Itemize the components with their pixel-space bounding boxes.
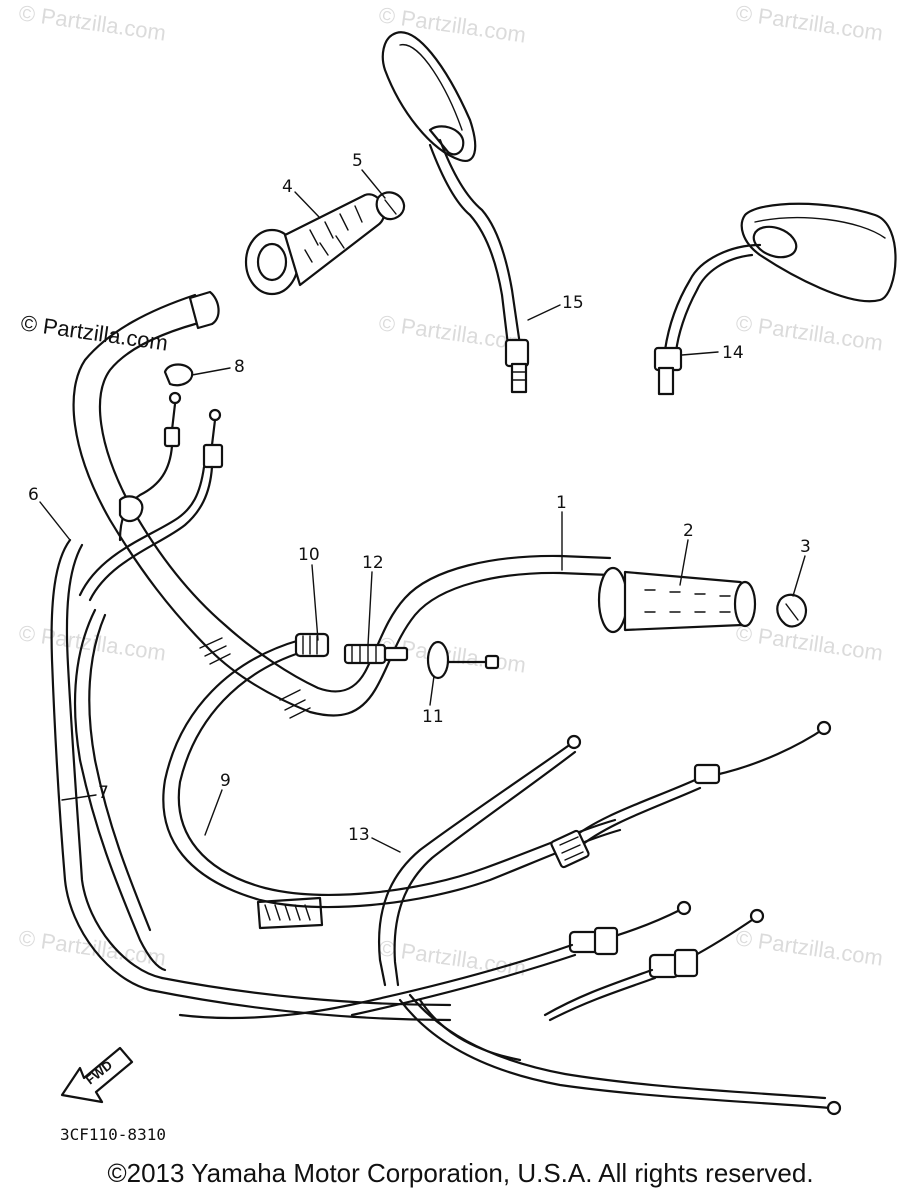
callout-numbers: 1 2 3 4 5 6 7 8 9 10 11 12 13 14 15 [28, 151, 811, 845]
cable-13-part [378, 720, 832, 987]
grip-right-part [597, 566, 757, 634]
callout-6: 6 [28, 485, 39, 505]
callout-3: 3 [800, 537, 811, 557]
callout-9: 9 [220, 771, 231, 791]
lower-cables-part [178, 900, 842, 1116]
diagram-code: 3CF110-8310 [60, 1125, 166, 1144]
mirror-left-part [381, 31, 530, 394]
clamp-8-part [78, 363, 224, 602]
callout-1: 1 [556, 493, 567, 513]
callout-14: 14 [722, 343, 744, 363]
callout-8: 8 [234, 357, 245, 377]
watermark: © Partzilla.com [734, 0, 884, 45]
callout-11: 11 [422, 707, 444, 727]
watermark: © Partzilla.com [734, 310, 884, 355]
end-cap-left-part [375, 191, 406, 221]
handlebar-part [72, 290, 612, 719]
callout-15: 15 [562, 293, 584, 313]
grip-left-part [244, 193, 386, 296]
cable-6-7-part [50, 538, 452, 1022]
fwd-arrow-icon: FWD [60, 1046, 134, 1104]
callout-10: 10 [298, 545, 320, 565]
watermark: © Partzilla.com [377, 935, 527, 980]
callout-7: 7 [98, 783, 109, 803]
watermark: © Partzilla.com [17, 0, 167, 45]
callout-13: 13 [348, 825, 370, 845]
callout-12: 12 [362, 553, 384, 573]
callout-5: 5 [352, 151, 363, 171]
callout-4: 4 [282, 177, 293, 197]
end-cap-right-part [776, 593, 808, 628]
callout-leaders [39, 169, 806, 853]
watermark: © Partzilla.com [734, 620, 884, 665]
watermark: © Partzilla.com [734, 925, 884, 970]
callout-2: 2 [683, 521, 694, 541]
copyright-footer: ©2013 Yamaha Motor Corporation, U.S.A. A… [107, 1158, 814, 1188]
mirror-right-part [653, 202, 897, 396]
throttle-cable-part [162, 632, 622, 930]
